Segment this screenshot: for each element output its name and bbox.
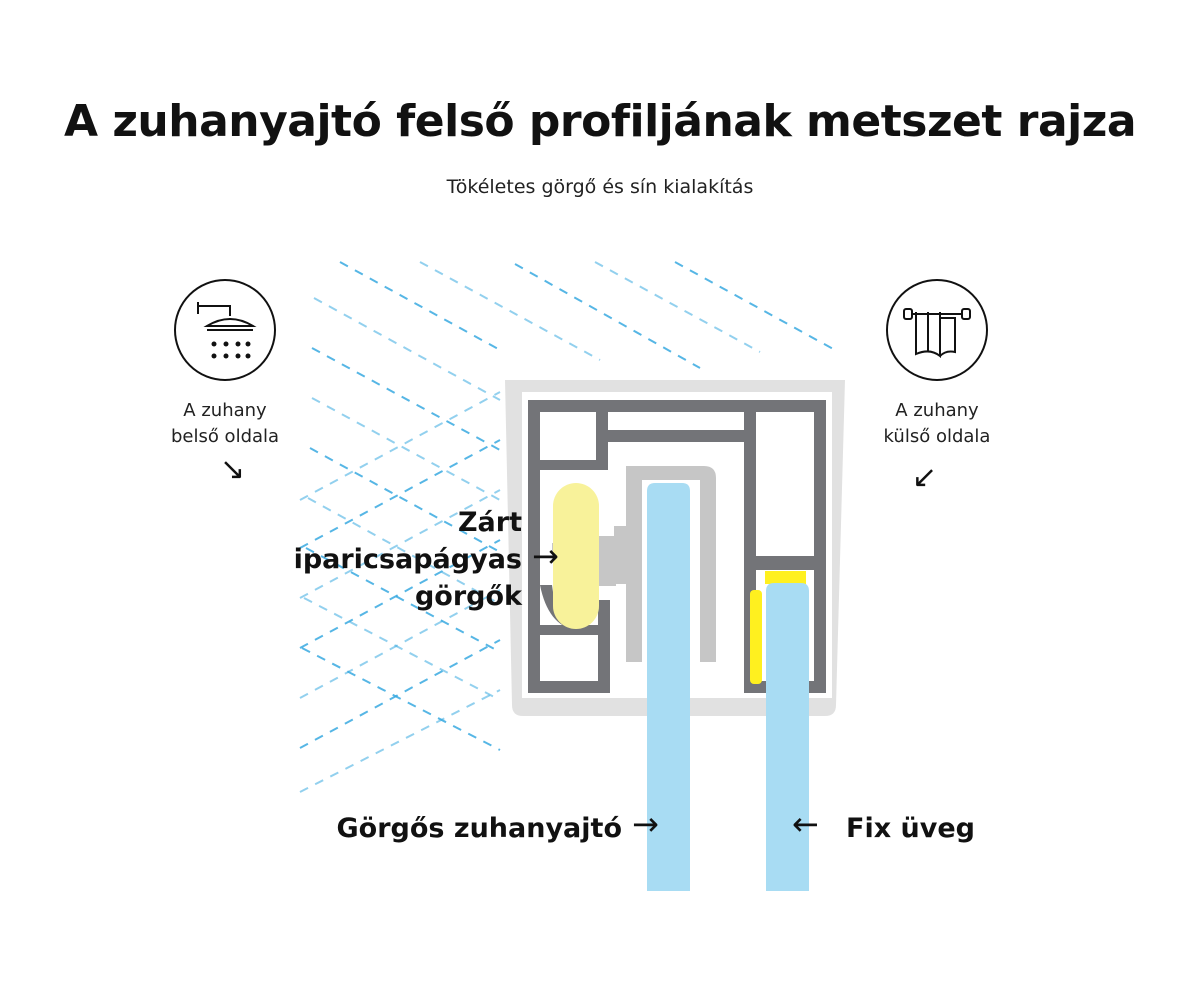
water-spray-line — [299, 391, 501, 501]
page-title: A zuhanyajtó felső profiljának metszet r… — [63, 96, 1137, 147]
page-subtitle: Tökéletes görgő és sín kialakítás — [446, 176, 754, 198]
water-spray-lines — [299, 261, 836, 793]
fixed-glass-label: Fix üveg — [846, 813, 975, 844]
outer-side-arrow: ↙ — [912, 460, 938, 495]
water-spray-line — [301, 647, 501, 751]
water-spray-line — [299, 489, 501, 599]
water-spray-line — [419, 261, 601, 361]
outer-side-line2: külső oldala — [883, 426, 991, 447]
inner-side-arrow: ↘ — [220, 452, 246, 487]
roller-label: Zárt iparicsapágyas görgők — [250, 504, 522, 615]
sliding-door-arrow: → — [632, 805, 659, 843]
outer-side-label: A zuhany külső oldala — [852, 398, 1022, 450]
water-spray-line — [299, 689, 501, 793]
water-spray-line — [311, 397, 501, 501]
roller-carriage — [552, 466, 716, 662]
water-spray-line — [303, 597, 501, 701]
water-spray-line — [311, 347, 501, 451]
inner-side-line2: belső oldala — [170, 426, 280, 447]
inner-side-line1: A zuhany — [183, 400, 267, 421]
roller-label-line2: iparicsapágyas — [293, 544, 522, 575]
sliding-door-label: Görgős zuhanyajtó — [336, 813, 622, 844]
water-spray-line — [313, 297, 501, 401]
glass-seal — [750, 571, 806, 684]
water-spray-line — [674, 261, 836, 351]
sliding-door-glass — [647, 483, 690, 891]
roller-wheel — [553, 483, 599, 629]
fixed-glass-pane — [766, 583, 809, 891]
shower-head-icon — [174, 279, 276, 381]
water-spray-line — [305, 547, 501, 653]
fixed-glass-arrow: ← — [792, 805, 819, 843]
inner-side-label: A zuhany belső oldala — [140, 398, 310, 450]
roller-arrow: → — [532, 537, 559, 575]
water-spray-line — [299, 439, 501, 549]
roller-label-line3: görgők — [414, 581, 522, 612]
towel-rack-icon — [886, 279, 988, 381]
water-spray-line — [299, 589, 501, 699]
water-spray-line — [339, 261, 501, 351]
water-spray-line — [594, 261, 761, 353]
water-spray-line — [514, 263, 701, 369]
water-spray-line — [299, 539, 501, 649]
water-spray-line — [307, 497, 501, 605]
roller-label-line1: Zárt — [457, 507, 522, 538]
outer-side-line1: A zuhany — [895, 400, 979, 421]
water-spray-line — [299, 639, 501, 749]
water-spray-line — [309, 447, 501, 553]
